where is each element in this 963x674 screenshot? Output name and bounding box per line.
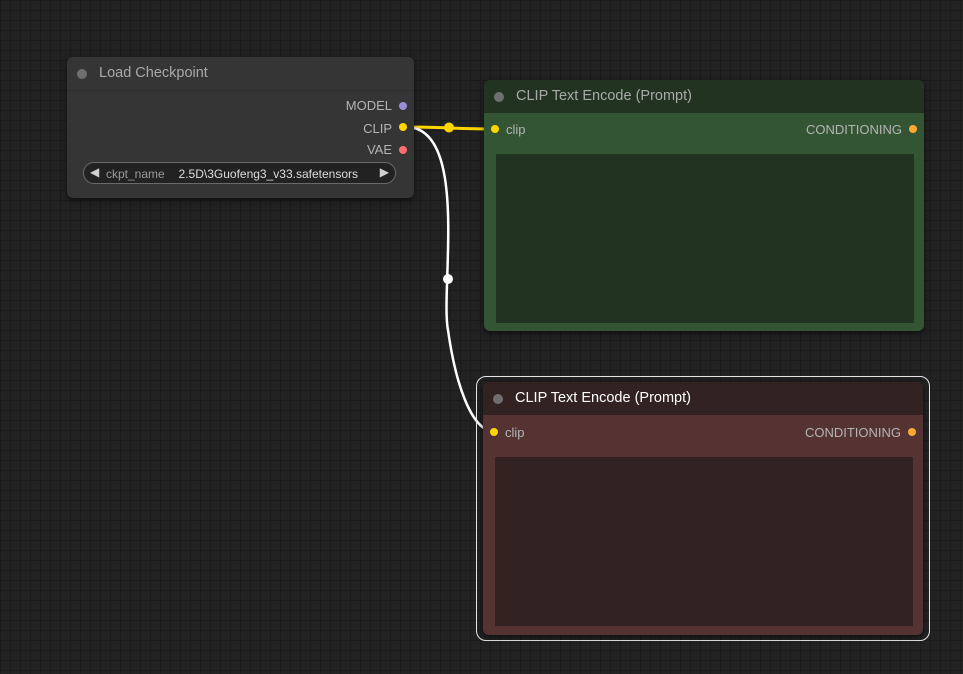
collapse-dot-icon[interactable]	[494, 92, 504, 102]
load-checkpoint-header[interactable]: Load Checkpoint	[67, 57, 414, 91]
output-clip-slot[interactable]	[399, 123, 407, 131]
node-title: CLIP Text Encode (Prompt)	[515, 390, 691, 406]
clip-link-positive-midpoint[interactable]	[444, 122, 454, 133]
clip-text-encode-negative-node[interactable]: CLIP Text Encode (Prompt) clip CONDITION…	[483, 382, 923, 635]
input-clip-label: clip	[505, 425, 525, 440]
input-clip-label: clip	[506, 122, 526, 137]
increment-arrow-icon[interactable]: ▶	[379, 165, 389, 179]
decrement-arrow-icon[interactable]: ◀	[90, 165, 100, 179]
clip-text-encode-positive-node[interactable]: CLIP Text Encode (Prompt) clip CONDITION…	[484, 80, 924, 331]
output-conditioning-label: CONDITIONING	[805, 122, 902, 137]
node-title: Load Checkpoint	[99, 65, 208, 81]
output-conditioning-slot[interactable]	[908, 428, 916, 436]
load-checkpoint-node[interactable]: Load Checkpoint MODEL CLIP VAE ◀ ckpt_na…	[67, 57, 414, 198]
prompt-textarea[interactable]	[495, 457, 913, 626]
input-clip-slot[interactable]	[491, 125, 499, 133]
output-model-slot[interactable]	[399, 102, 407, 110]
prompt-textarea[interactable]	[496, 154, 914, 323]
output-conditioning-slot[interactable]	[909, 125, 917, 133]
widget-label: ckpt_name	[106, 167, 165, 181]
collapse-dot-icon[interactable]	[493, 394, 503, 404]
ckpt-name-combo[interactable]: ◀ ckpt_name 2.5D\3Guofeng3_v33.safetenso…	[83, 162, 396, 184]
output-clip-label: CLIP	[363, 121, 392, 136]
clip-link-negative[interactable]	[405, 125, 495, 434]
collapse-dot-icon[interactable]	[77, 69, 87, 79]
output-vae-label: VAE	[366, 142, 392, 157]
widget-value: 2.5D\3Guofeng3_v33.safetensors	[178, 167, 358, 181]
clip-link-positive[interactable]	[405, 125, 496, 131]
output-conditioning-label: CONDITIONING	[804, 425, 901, 440]
input-clip-slot[interactable]	[490, 428, 498, 436]
clip-link-negative-midpoint[interactable]	[443, 274, 453, 284]
node-title: CLIP Text Encode (Prompt)	[516, 88, 692, 104]
output-model-label: MODEL	[345, 98, 392, 113]
clip-negative-header[interactable]: CLIP Text Encode (Prompt)	[483, 382, 923, 415]
output-vae-slot[interactable]	[399, 146, 407, 154]
clip-positive-header[interactable]: CLIP Text Encode (Prompt)	[484, 80, 924, 113]
